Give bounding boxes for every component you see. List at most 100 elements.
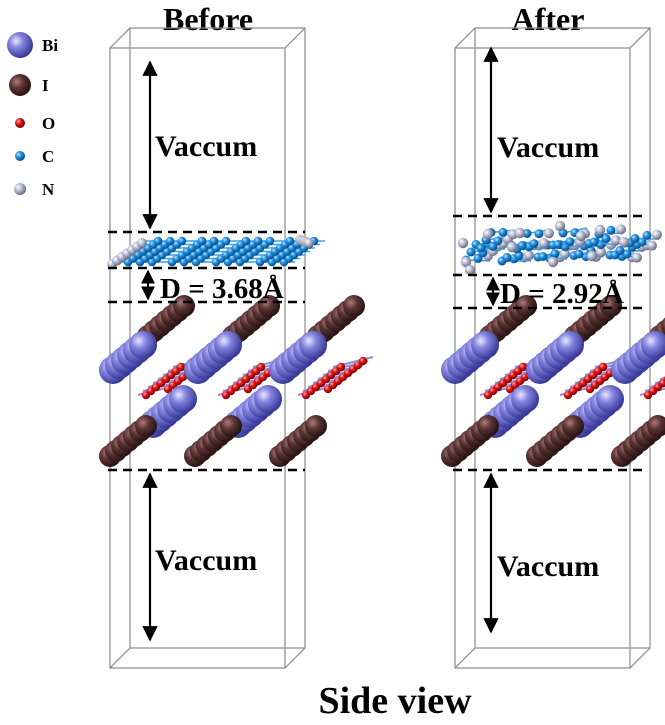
i-atom — [477, 415, 499, 437]
n-atom — [554, 220, 566, 232]
i-atom — [135, 415, 157, 437]
c-atom — [538, 252, 548, 261]
c-atom — [498, 227, 508, 237]
c-atom — [630, 234, 640, 243]
n-atom — [482, 228, 494, 240]
n-atom — [547, 256, 559, 268]
c-atom — [502, 253, 512, 262]
c-atom — [615, 246, 625, 255]
panel-after: Vaccum Vaccum D = 2.92Å — [441, 27, 665, 669]
c-atom — [285, 236, 295, 246]
bi-legend-atom — [7, 32, 33, 58]
c-atom — [153, 236, 163, 246]
n-atom — [594, 224, 606, 236]
n-atom — [506, 241, 518, 253]
i-atom — [600, 295, 622, 317]
i-atom — [661, 317, 665, 335]
c-atom — [642, 230, 652, 240]
c-atom — [606, 225, 616, 235]
c-atom — [534, 229, 544, 239]
c-atom — [529, 239, 539, 249]
c-atom — [165, 236, 175, 246]
o-atom — [336, 362, 346, 372]
c-atom — [637, 237, 647, 247]
n-atom — [611, 235, 621, 246]
i-atom — [562, 415, 584, 437]
n-atom — [652, 229, 662, 240]
n-atom — [586, 250, 598, 262]
bi-atom — [214, 331, 242, 359]
n-atom — [539, 238, 549, 249]
bioi-layer-after — [441, 295, 665, 467]
c-atom — [601, 234, 611, 244]
c-atom — [209, 236, 219, 246]
n-atom — [616, 224, 626, 235]
c-atom — [241, 236, 251, 246]
i-atom — [173, 295, 195, 317]
cn-layer-after — [457, 220, 662, 276]
o-atom — [256, 362, 266, 372]
c-atom — [265, 236, 275, 246]
vacuum-label-top-after: Vaccum — [497, 131, 599, 164]
c-atom — [221, 236, 231, 246]
panel-before: Vaccum Vaccum D = 3.68Å — [99, 27, 374, 669]
dashed-guides-before — [108, 230, 305, 472]
i-atom — [515, 295, 537, 317]
n-atom — [618, 236, 630, 248]
legend-label-o: O — [42, 114, 55, 133]
bi-atom — [556, 331, 584, 359]
n-atom — [596, 247, 606, 258]
panel-title-after: After — [512, 1, 585, 37]
distance-label-before: D = 3.68Å — [160, 273, 284, 305]
n-atom — [460, 256, 472, 268]
n-legend-atom — [14, 183, 26, 195]
n-atom — [632, 252, 642, 263]
c-atom — [589, 237, 599, 247]
bi-atom — [641, 331, 665, 359]
c-atom — [574, 249, 584, 259]
i-atom — [258, 295, 280, 317]
bi-atom — [471, 331, 499, 359]
i-atom — [305, 415, 327, 437]
n-atom — [514, 227, 526, 239]
c-atom — [177, 236, 187, 246]
i-atom — [343, 295, 365, 317]
o-atom — [518, 362, 528, 372]
bi-atom — [596, 385, 624, 413]
n-atom — [524, 250, 534, 261]
n-atom — [647, 240, 657, 251]
o-atom — [358, 356, 368, 366]
i-atom — [220, 415, 242, 437]
c-atom — [476, 243, 486, 253]
o-legend-atom — [15, 118, 25, 128]
c-legend-atom — [15, 151, 25, 161]
c-atom — [553, 240, 563, 249]
c-atom — [197, 236, 207, 246]
vacuum-label-bottom-before: Vaccum — [155, 544, 257, 577]
n-atom — [137, 238, 147, 248]
bi-atom — [254, 385, 282, 413]
c-atom — [550, 249, 560, 259]
i-atom — [647, 415, 665, 437]
n-atom — [457, 237, 469, 249]
bi-atom — [129, 331, 157, 359]
legend-label-i: I — [42, 76, 49, 95]
c-atom — [565, 237, 575, 247]
o-atom — [176, 362, 186, 372]
cn-layer-before — [107, 235, 325, 269]
dashed-guides-after — [453, 214, 645, 472]
legend: Bi I O C N — [7, 32, 58, 199]
c-atom — [466, 247, 476, 257]
n-atom — [304, 238, 314, 248]
n-atom — [575, 230, 587, 242]
legend-label-bi: Bi — [42, 36, 58, 55]
c-atom — [253, 236, 263, 246]
c-atom — [622, 249, 632, 259]
o-atom — [658, 378, 665, 388]
legend-label-c: C — [42, 147, 54, 166]
distance-label-after: D = 2.92Å — [500, 278, 624, 310]
panel-title-before: Before — [163, 1, 253, 37]
footer-caption: Side view — [318, 680, 472, 722]
c-atom — [493, 236, 503, 246]
